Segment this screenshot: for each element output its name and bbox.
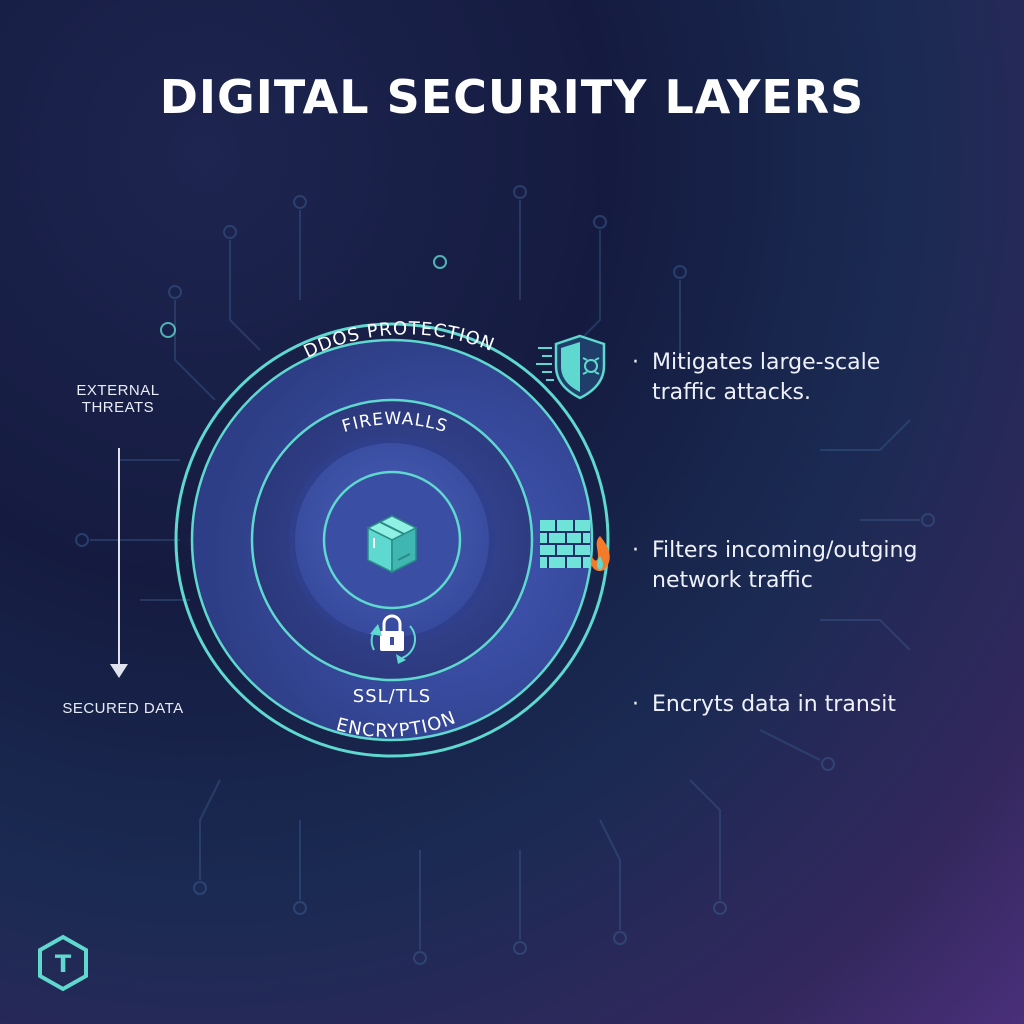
shield-icon (536, 334, 606, 400)
bullet: · (632, 538, 639, 563)
flow-arrow-line (118, 448, 120, 666)
lock-icon (370, 614, 417, 664)
description-encryption-text: Encryts data in transit (652, 692, 896, 717)
description-firewalls: · Filters incoming/outging network traff… (632, 536, 992, 596)
ring-ddos-outline (174, 322, 610, 758)
layer-label-ssl-line1: SSL/TLS (353, 686, 431, 707)
brand-logo-letter: T (55, 950, 72, 978)
external-threats-line2: THREATS (81, 399, 155, 416)
description-firewalls-text: Filters incoming/outging network traffic (652, 538, 918, 593)
secured-data-label: SECURED DATA (62, 700, 184, 717)
external-threats-label: EXTERNAL THREATS (58, 382, 178, 416)
description-encryption: · Encryts data in transit (632, 690, 992, 720)
firewall-icon (540, 520, 610, 572)
description-ddos: · Mitigates large-scale traffic attacks. (632, 348, 992, 408)
brand-logo-icon: T (38, 934, 88, 992)
page-title: DIGITAL SECURITY LAYERS (159, 70, 865, 124)
bullet: · (632, 350, 639, 375)
external-threats-line1: EXTERNAL (76, 382, 160, 399)
bullet: · (632, 692, 639, 717)
flow-arrow-head (110, 664, 128, 678)
data-box-icon (366, 515, 418, 574)
description-ddos-text: Mitigates large-scale traffic attacks. (652, 350, 881, 405)
